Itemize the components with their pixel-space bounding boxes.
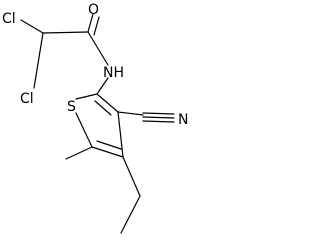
molecule-structure: Cl Cl O NH S N — [2, 2, 188, 234]
bond-carbonyl-o-1 — [87, 13, 94, 33]
bond-cn-triple-3 — [142, 120, 175, 123]
bond-c3-cn — [117, 111, 144, 116]
bond-cl2-c — [33, 32, 44, 89]
bond-carbonyl-o-2 — [93, 16, 100, 36]
bond-ch2-ch3 — [120, 195, 141, 234]
bond-c4-c3 — [117, 111, 124, 158]
bond-cn-triple-1 — [142, 112, 175, 115]
atom-nitrogen: N — [178, 112, 188, 128]
bond-c5-methyl — [65, 146, 93, 160]
bond-c5-c4-inner — [96, 140, 122, 150]
bond-c5-c4 — [91, 146, 124, 158]
bond-chcl2-carbonyl — [42, 31, 89, 34]
bond-c4-ch2 — [122, 156, 141, 197]
atom-cl-upper: Cl — [2, 11, 16, 27]
bond-nh-c2 — [96, 77, 109, 95]
bond-carbonyl-nh — [87, 31, 109, 66]
atom-sulfur: S — [67, 99, 76, 115]
atom-cl-lower: Cl — [20, 91, 34, 107]
bond-c3-c2-inner — [94, 100, 112, 116]
atom-nh: NH — [103, 65, 124, 81]
bond-c3-c2 — [96, 93, 119, 113]
bond-c2-s — [75, 93, 98, 100]
bond-s-c5 — [75, 112, 93, 148]
atom-oxygen: O — [88, 2, 99, 18]
bond-cl1-c — [20, 19, 44, 34]
bond-cn-triple-2 — [142, 116, 175, 119]
